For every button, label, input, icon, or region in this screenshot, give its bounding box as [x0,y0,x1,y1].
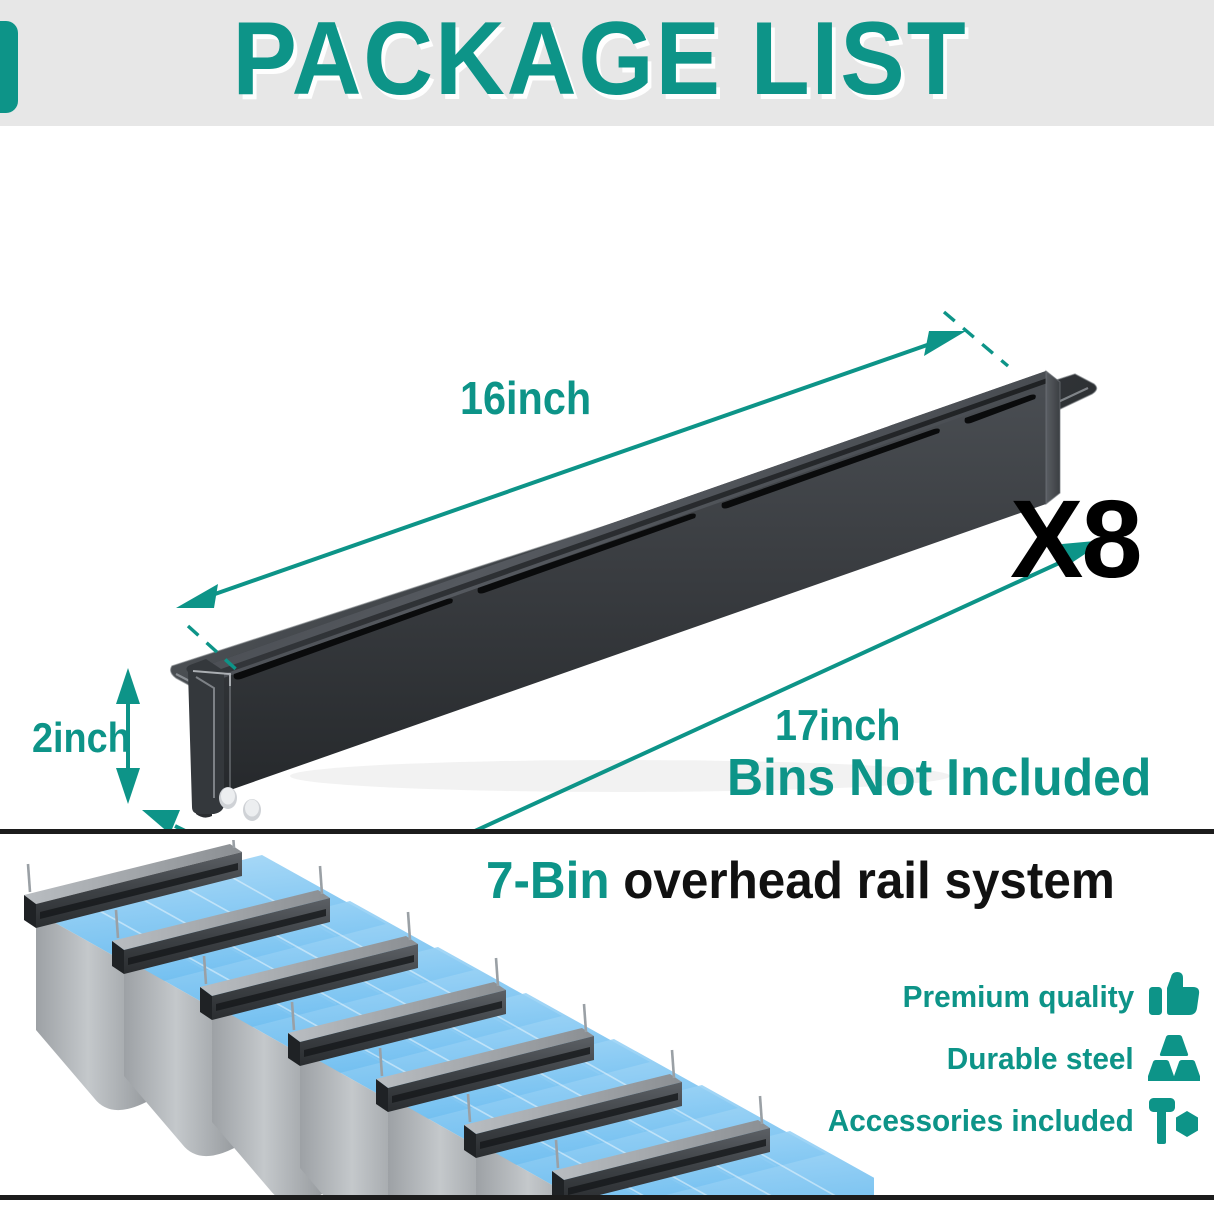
panel-divider [0,829,1214,834]
headline-accent: 7-Bin [486,852,610,910]
feature-durable-steel: Durable steel [820,1030,1200,1088]
dimension-label-length-top: 16inch [460,372,592,424]
headline-rest: overhead rail system [609,852,1115,910]
quantity-badge: X8 [1010,478,1143,601]
bins-not-included-note: Bins Not Included [727,749,1152,807]
bolt-and-nut-icon [1149,1098,1198,1144]
rail-system-headline: 7-Bin overhead rail system [486,855,1115,907]
bottom-rule [0,1195,1214,1200]
feature-label-premium-quality: Premium quality [902,979,1134,1014]
feature-list: Premium quality Durable steel Accessorie… [820,968,1200,1154]
dimension-label-length-base: 17inch [775,701,901,750]
metal-ingots-icon [1148,1035,1200,1081]
dimension-label-height: 2inch [32,714,131,761]
page-title: PACKAGE LIST [232,1,968,117]
feature-label-accessories-included: Accessories included [828,1103,1134,1138]
feature-accessories-included: Accessories included [820,1092,1200,1150]
left-accent-bar [0,21,18,113]
feature-premium-quality: Premium quality [820,968,1200,1026]
feature-label-durable-steel: Durable steel [947,1041,1134,1076]
header-band: PACKAGE LIST [0,0,1214,126]
thumbs-up-icon [1149,972,1200,1015]
